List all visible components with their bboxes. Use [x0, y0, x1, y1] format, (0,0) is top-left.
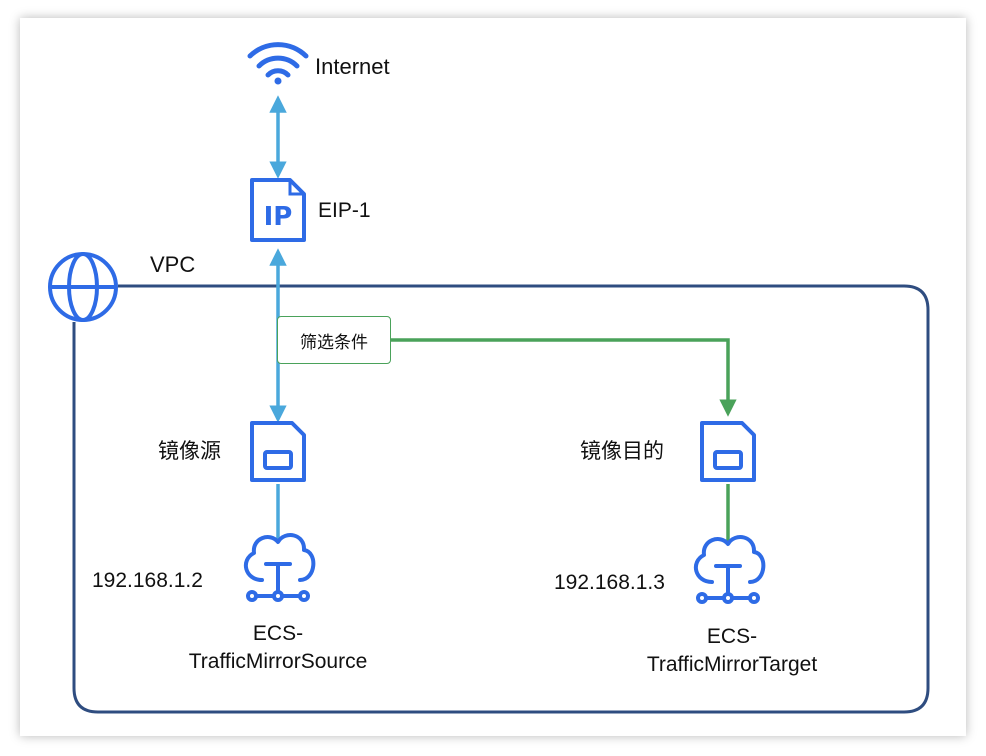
- ecs-source-name-line1: ECS-: [252, 622, 304, 645]
- ecs-target-name-line2: TrafficMirrorTarget: [646, 653, 818, 676]
- ip-file-icon: IP: [250, 178, 306, 242]
- filter-condition-label: 筛选条件: [300, 332, 368, 353]
- vpc-label: VPC: [150, 252, 196, 277]
- globe-icon: [48, 252, 118, 322]
- wifi-icon: [247, 42, 309, 85]
- cloud-network-icon: [693, 535, 766, 604]
- diagram-frame: [20, 18, 966, 736]
- svg-text:IP: IP: [264, 202, 293, 232]
- sd-card-icon: [700, 421, 756, 482]
- cloud-network-icon: [243, 533, 316, 602]
- filter-condition-box: 筛选条件: [277, 316, 391, 364]
- internet-label: Internet: [315, 54, 390, 79]
- mirror-source-label: 镜像源: [158, 439, 221, 463]
- eip-label: EIP-1: [318, 199, 371, 222]
- ecs-target-name-line1: ECS-: [706, 625, 758, 648]
- filter-target-link: [391, 338, 737, 417]
- ecs-source-name-line2: TrafficMirrorSource: [188, 650, 368, 673]
- ecs-target-ip: 192.168.1.3: [554, 571, 665, 594]
- ecs-source-ip: 192.168.1.2: [92, 569, 203, 592]
- sd-card-icon: [250, 421, 306, 482]
- mirror-target-label: 镜像目的: [580, 439, 664, 463]
- vpc-boundary: [72, 284, 930, 714]
